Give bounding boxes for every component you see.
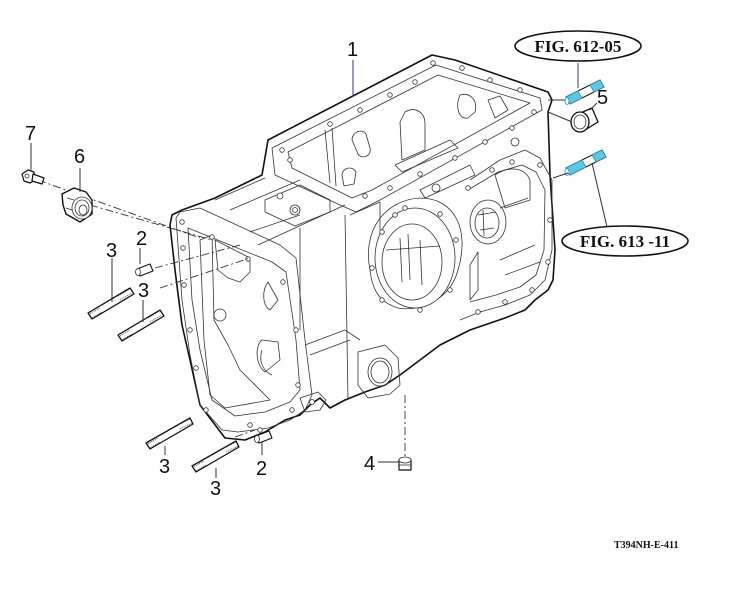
flange-bolt[interactable]: [21, 169, 45, 185]
drain-plug[interactable]: [398, 456, 412, 471]
assembly-lines: [37, 179, 406, 458]
leader-lines: [30, 60, 608, 478]
stud-lower-right[interactable]: [191, 440, 240, 473]
callout-3-lower-right: 3: [210, 478, 221, 500]
top-flange: [271, 64, 543, 213]
highlight-stud-lower[interactable]: [564, 149, 607, 176]
drawing-number: T394NH-E-411: [614, 540, 678, 551]
stud-lower-left[interactable]: [145, 417, 194, 450]
highlight-stud-upper[interactable]: [564, 79, 605, 105]
cap-plug[interactable]: [570, 107, 599, 133]
callout-2-upper: 2: [136, 228, 147, 250]
transmission-case[interactable]: [169, 54, 556, 441]
case-outline: [169, 54, 556, 441]
callout-7: 7: [25, 123, 36, 145]
top-flange-holes: [279, 60, 537, 199]
callout-5: 5: [597, 87, 608, 109]
fig-ref-label: FIG. 612-05: [535, 37, 622, 56]
fig-ref-oval: [514, 30, 642, 62]
callout-1: 1: [347, 39, 358, 61]
front-flange: [175, 207, 313, 433]
rear-bearing-bore: [368, 197, 463, 313]
rear-upper-bore: [469, 199, 507, 245]
dowel-pin-upper[interactable]: [135, 263, 154, 277]
fig-ref-612-05[interactable]: FIG. 612-05: [514, 30, 642, 62]
drain-boss: [357, 344, 401, 399]
rear-flange-holes: [465, 159, 553, 315]
rear-flange: [459, 149, 553, 321]
callout-4: 4: [364, 453, 375, 475]
dowel-pin-lower[interactable]: [254, 430, 273, 444]
fig-ref-613-11[interactable]: FIG. 613 -11: [561, 225, 689, 257]
fig-ref-label: FIG. 613 -11: [580, 232, 670, 251]
callout-2-lower: 2: [256, 458, 267, 480]
breather-cover[interactable]: [61, 187, 93, 223]
callout-3-upper-left: 3: [106, 240, 117, 262]
front-flange-holes: [179, 219, 301, 433]
fig-ref-oval: [561, 225, 689, 257]
callout-3-lower-left: 3: [159, 456, 170, 478]
callout-6: 6: [74, 146, 85, 168]
stud-upper-left[interactable]: [87, 287, 135, 320]
stud-upper-right[interactable]: [117, 309, 165, 342]
callout-3-upper-right: 3: [138, 280, 149, 302]
